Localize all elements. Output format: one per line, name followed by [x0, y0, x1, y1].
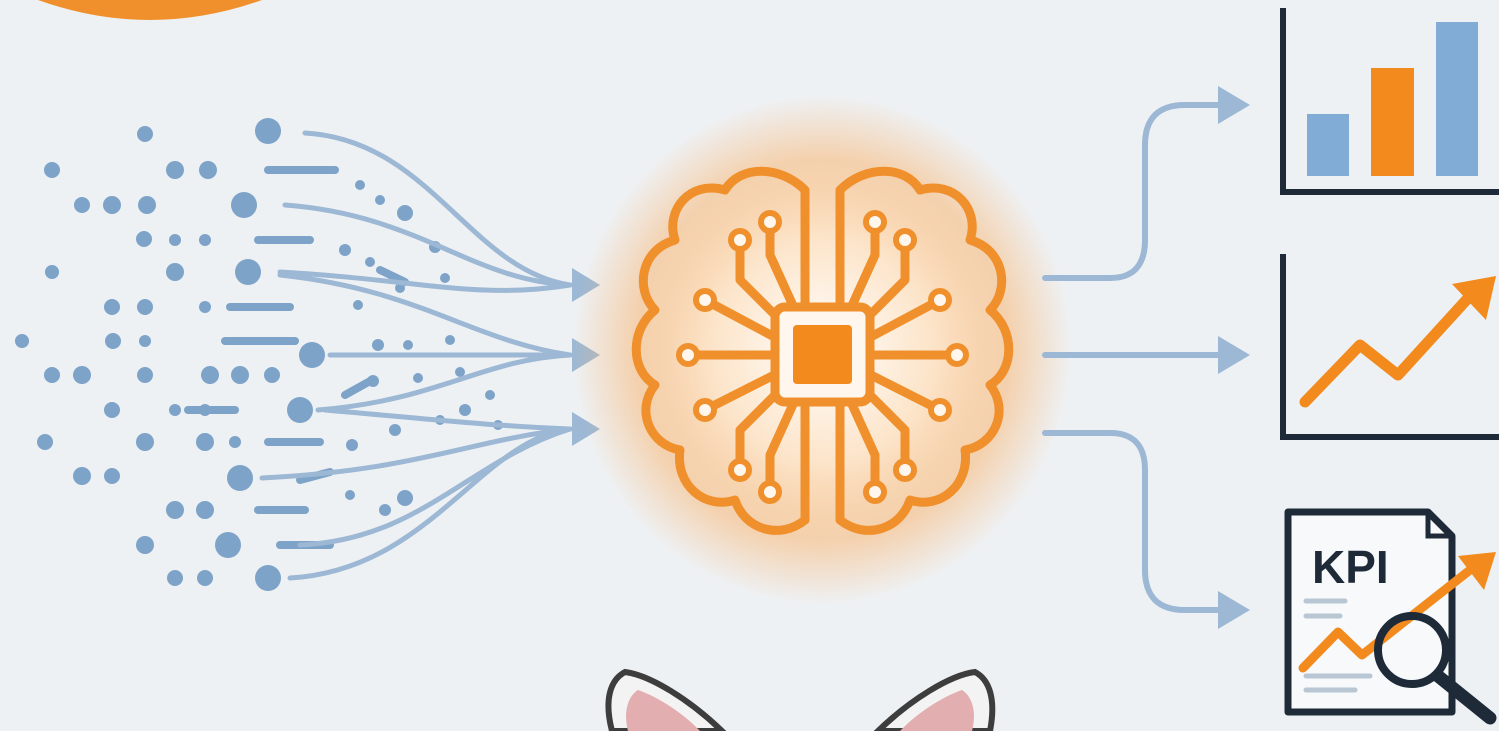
data-dot [104, 468, 120, 484]
output-arrow-trend [1218, 336, 1250, 374]
data-dot [255, 118, 281, 144]
cat-ears-icon [608, 672, 992, 731]
connector-to-bar-chart [1045, 105, 1222, 278]
data-dot [229, 436, 241, 448]
data-dot [37, 434, 53, 450]
data-dot [355, 180, 365, 190]
data-dot [215, 532, 241, 558]
data-dot [139, 335, 151, 347]
data-dot [136, 433, 154, 451]
data-dot [45, 265, 59, 279]
data-dot [169, 234, 181, 246]
output-connectors [1045, 105, 1222, 610]
data-dot [403, 340, 413, 350]
data-dot [137, 126, 153, 142]
data-dot [397, 205, 413, 221]
data-dot [104, 299, 120, 315]
data-dot [73, 366, 91, 384]
data-flow-line [325, 410, 570, 429]
data-dot [197, 570, 213, 586]
data-dot [166, 161, 184, 179]
data-dot [196, 433, 214, 451]
orange-blob-icon [38, 0, 262, 20]
data-dot [196, 501, 214, 519]
data-flow-line [318, 355, 570, 410]
data-dot [15, 334, 29, 348]
bar-chart-icon [1283, 8, 1499, 192]
data-dot [485, 390, 495, 400]
data-dot [365, 257, 375, 267]
connector-to-kpi-report [1045, 433, 1222, 610]
bar-medium [1371, 68, 1414, 176]
data-flow-line [262, 429, 570, 478]
data-dot [44, 367, 60, 383]
data-dot [166, 263, 184, 281]
data-dot [73, 467, 91, 485]
data-dot [345, 490, 355, 500]
data-dot [44, 162, 60, 178]
data-dot [74, 197, 90, 213]
data-dot [231, 192, 257, 218]
data-dot [455, 367, 465, 377]
data-dot [227, 465, 253, 491]
data-dot [138, 196, 156, 214]
bar-short [1307, 114, 1349, 176]
data-dot [445, 335, 455, 345]
trending-up-chart-icon [1283, 254, 1499, 437]
data-dot [440, 273, 450, 283]
data-dot [137, 299, 153, 315]
data-flow-line [305, 133, 570, 285]
data-dot [167, 570, 183, 586]
data-flow-line [300, 429, 570, 545]
data-dot [413, 373, 423, 383]
data-dot [199, 161, 217, 179]
data-dot [255, 565, 281, 591]
data-dot [459, 404, 471, 416]
bar-tall [1436, 22, 1478, 176]
data-dot [136, 231, 152, 247]
data-dot [397, 490, 413, 506]
data-dot [353, 300, 363, 310]
output-arrow-bar [1218, 86, 1250, 124]
processor-chip-icon [775, 307, 870, 402]
data-dot [299, 342, 325, 368]
kpi-report-magnifier-icon: KPI [1288, 512, 1496, 718]
data-dot [137, 367, 153, 383]
data-dot [169, 404, 181, 416]
data-dot [199, 301, 211, 313]
data-dot [264, 367, 280, 383]
data-dot [199, 234, 211, 246]
data-dot [379, 504, 391, 516]
data-dot [201, 366, 219, 384]
data-dot [105, 333, 121, 349]
data-dot [231, 366, 249, 384]
data-dot [389, 424, 401, 436]
output-arrows [1218, 86, 1250, 629]
data-dot [136, 536, 154, 554]
data-dot [339, 244, 351, 256]
data-dot [235, 259, 261, 285]
kpi-label: KPI [1312, 541, 1389, 593]
data-dot [375, 195, 385, 205]
data-dot [287, 397, 313, 423]
data-dot [372, 339, 384, 351]
data-dot [346, 439, 358, 451]
data-dash [345, 380, 372, 395]
output-arrow-kpi [1218, 591, 1250, 629]
data-dot [104, 402, 120, 418]
data-dot [103, 196, 121, 214]
data-dot [166, 501, 184, 519]
